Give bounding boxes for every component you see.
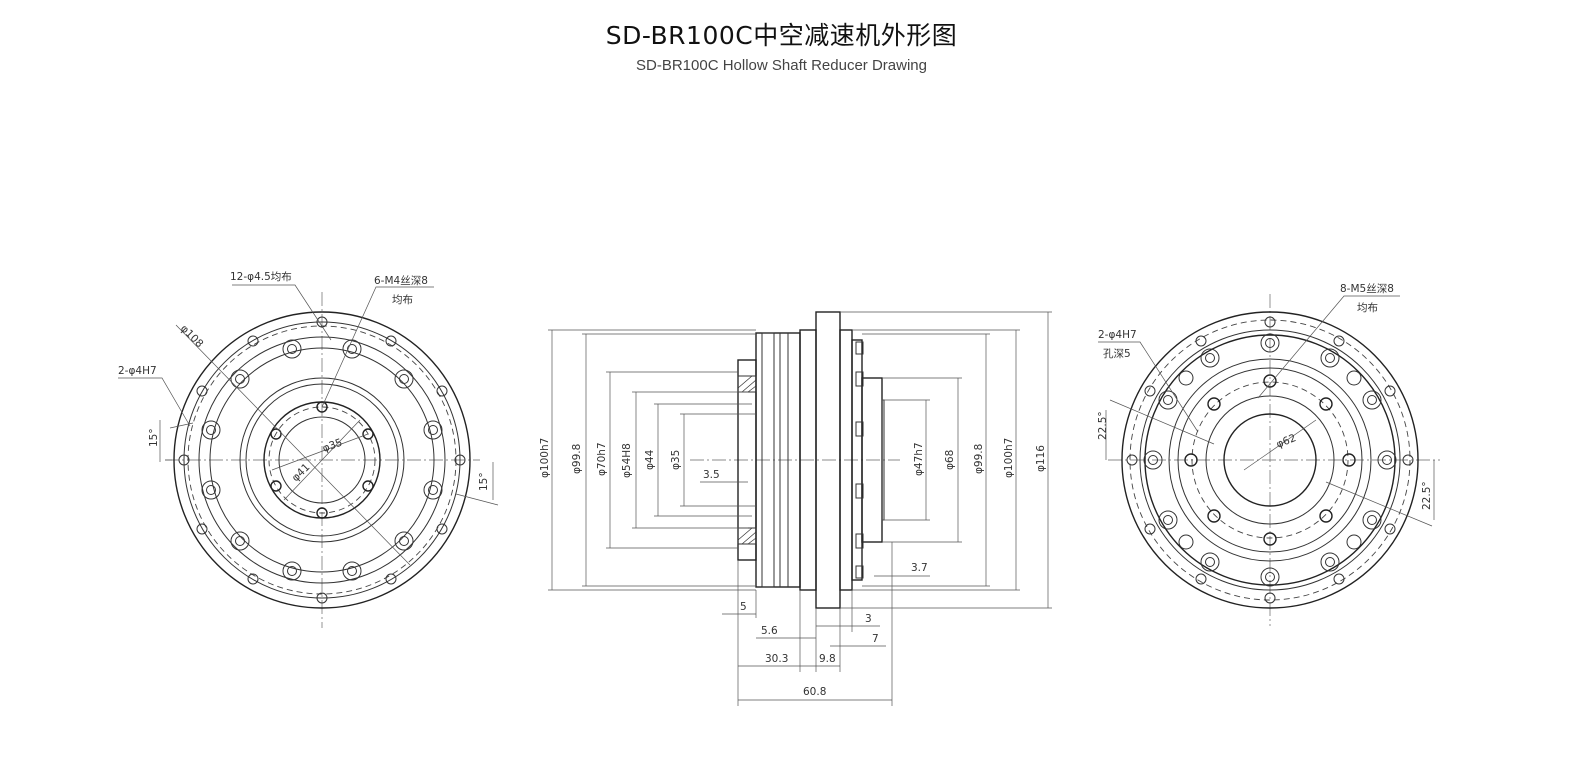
dim-d99-8-left: φ99.8 xyxy=(571,444,583,474)
dim-d44: φ44 xyxy=(644,449,656,470)
right-bolt-holes xyxy=(1143,333,1397,587)
right-angle-left-label: 22.5° xyxy=(1097,411,1109,440)
page-subtitle: SD-BR100C Hollow Shaft Reducer Drawing xyxy=(636,57,927,74)
left-holes-label: 12-φ4.5均布 xyxy=(230,271,292,283)
dim-d100h7-right: φ100h7 xyxy=(1003,438,1015,478)
left-outer-holes xyxy=(178,316,466,604)
dim-d99-8-right: φ99.8 xyxy=(973,444,985,474)
left-d41-label: φ41 xyxy=(290,461,313,484)
dim-5: 5 xyxy=(740,601,747,613)
dim-d116: φ116 xyxy=(1035,445,1047,472)
dim-7: 7 xyxy=(872,633,879,645)
left-pin-label: 2-φ4H7 xyxy=(118,365,157,377)
dim-3-5: 3.5 xyxy=(703,469,720,481)
left-d108-label: φ108 xyxy=(178,323,206,351)
right-pin-label-2: 孔深5 xyxy=(1103,347,1131,360)
dim-d68: φ68 xyxy=(944,450,956,470)
dim-30-3: 30.3 xyxy=(765,653,788,665)
dim-d35: φ35 xyxy=(670,450,682,470)
right-thread-label: 8-M5丝深8 xyxy=(1340,283,1394,295)
dim-3: 3 xyxy=(865,613,872,625)
right-inner-threads xyxy=(1184,374,1356,546)
right-outer-holes xyxy=(1126,316,1414,604)
side-section-view: φ100h7 φ99.8 φ70h7 φ54H8 φ44 φ35 φ47h7 φ… xyxy=(539,311,1052,706)
dim-d54h8: φ54H8 xyxy=(621,443,633,478)
right-pin-label: 2-φ4H7 xyxy=(1098,329,1137,341)
left-angle-label: 15° xyxy=(148,428,160,447)
dim-5-6: 5.6 xyxy=(761,625,778,637)
left-inner-threads xyxy=(270,401,374,519)
dim-d70h7: φ70h7 xyxy=(596,442,608,476)
right-angle-right-label: 22.5° xyxy=(1421,481,1433,510)
left-bolt-holes xyxy=(201,339,443,581)
right-angle-label: 15° xyxy=(478,472,490,491)
page-title: SD-BR100C中空减速机外形图 xyxy=(605,21,958,50)
right-d62-label: φ62 xyxy=(1275,432,1298,451)
dim-9-8: 9.8 xyxy=(819,653,836,665)
left-thread-label: 6-M4丝深8 xyxy=(374,275,428,287)
right-thread-label-2: 均布 xyxy=(1357,302,1378,314)
left-d35-label: φ35 xyxy=(321,437,344,455)
dim-60-8: 60.8 xyxy=(803,686,826,698)
dim-d100h7-left: φ100h7 xyxy=(539,438,551,478)
dim-3-7: 3.7 xyxy=(911,562,928,574)
dim-d47h7: φ47h7 xyxy=(913,442,925,476)
left-thread-label-2: 均布 xyxy=(392,294,413,306)
right-front-view: 8-M5丝深8 均布 2-φ4H7 孔深5 φ62 22.5° 22.5° xyxy=(1097,283,1440,626)
left-front-view: 12-φ4.5均布 6-M4丝深8 均布 2-φ4H7 φ108 φ35 φ41… xyxy=(118,271,499,628)
